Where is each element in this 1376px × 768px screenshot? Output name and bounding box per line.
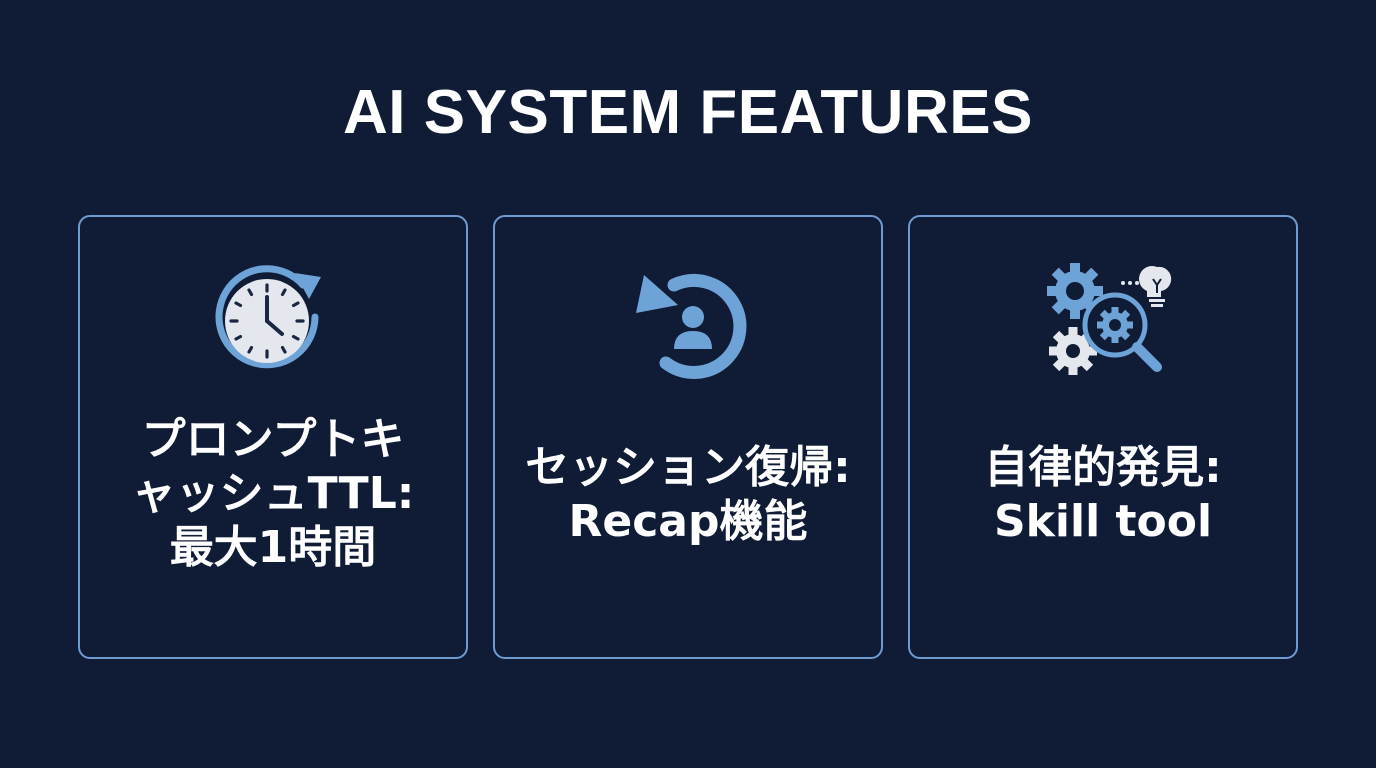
user-restore-icon [618,255,758,385]
clock-refresh-icon [203,255,343,385]
feature-line: 最大1時間 [169,522,377,573]
feature-text-session-recap: セッション復帰: Recap機能 [505,441,871,549]
feature-line: ャッシュTTL: [131,468,415,519]
feature-card-skill-tool: 自律的発見: Skill tool [908,215,1298,659]
feature-line: 自律的発見: [984,442,1222,493]
feature-line: Recap機能 [568,496,808,547]
feature-card-session-recap: セッション復帰: Recap機能 [493,215,883,659]
feature-text-skill-tool: 自律的発見: Skill tool [920,441,1286,549]
feature-card-prompt-cache: プロンプトキ ャッシュTTL: 最大1時間 [78,215,468,659]
page-title: AI SYSTEM FEATURES [343,78,1033,147]
feature-line: Skill tool [993,496,1213,547]
feature-text-prompt-cache: プロンプトキ ャッシュTTL: 最大1時間 [90,413,456,575]
gear-search-lightbulb-icon [1033,255,1173,385]
feature-line: セッション復帰: [525,442,851,493]
feature-line: プロンプトキ [141,414,405,465]
